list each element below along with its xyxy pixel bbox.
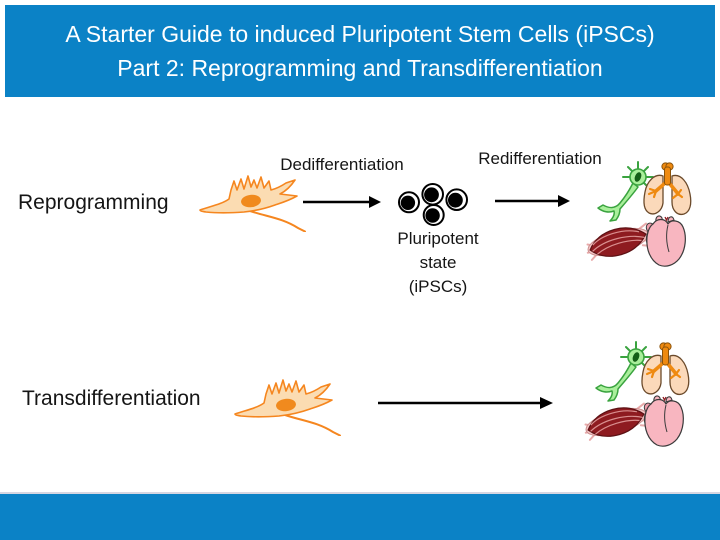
- differentiated-cells-icon: [586, 160, 698, 274]
- redifferentiation-label: Redifferentiation: [478, 149, 602, 168]
- title-banner: A Starter Guide to induced Pluripotent S…: [5, 5, 715, 97]
- pluripotent-state-line1: Pluripotent: [397, 229, 479, 248]
- pluripotent-state-label: Pluripotent state (iPSCs): [390, 227, 486, 299]
- stem-cell: [445, 188, 469, 212]
- reprogramming-row-label: Reprogramming: [18, 191, 169, 214]
- dedifferentiation-arrow-icon: [303, 196, 381, 208]
- pluripotent-stem-cells-icon: [398, 182, 469, 226]
- pluripotent-state-line2: state: [419, 253, 457, 272]
- redifferentiation-arrow-icon: [495, 195, 570, 207]
- stem-cell: [421, 182, 445, 206]
- fibroblast-cell-icon: [198, 168, 310, 232]
- dedifferentiation-label: Dedifferentiation: [280, 155, 404, 174]
- stem-cell: [422, 204, 445, 226]
- fibroblast-cell-icon: [233, 372, 345, 436]
- transdifferentiation-arrow-icon: [378, 397, 553, 409]
- differentiated-cells-icon: [584, 340, 696, 454]
- stem-cell: [398, 191, 420, 214]
- slide-title-line1: A Starter Guide to induced Pluripotent S…: [65, 21, 655, 47]
- footer-banner: [0, 492, 720, 540]
- slide-title-line2: Part 2: Reprogramming and Transdifferent…: [117, 55, 603, 81]
- pluripotent-state-line3: (iPSCs): [408, 277, 468, 296]
- transdifferentiation-row-label: Transdifferentiation: [22, 387, 201, 410]
